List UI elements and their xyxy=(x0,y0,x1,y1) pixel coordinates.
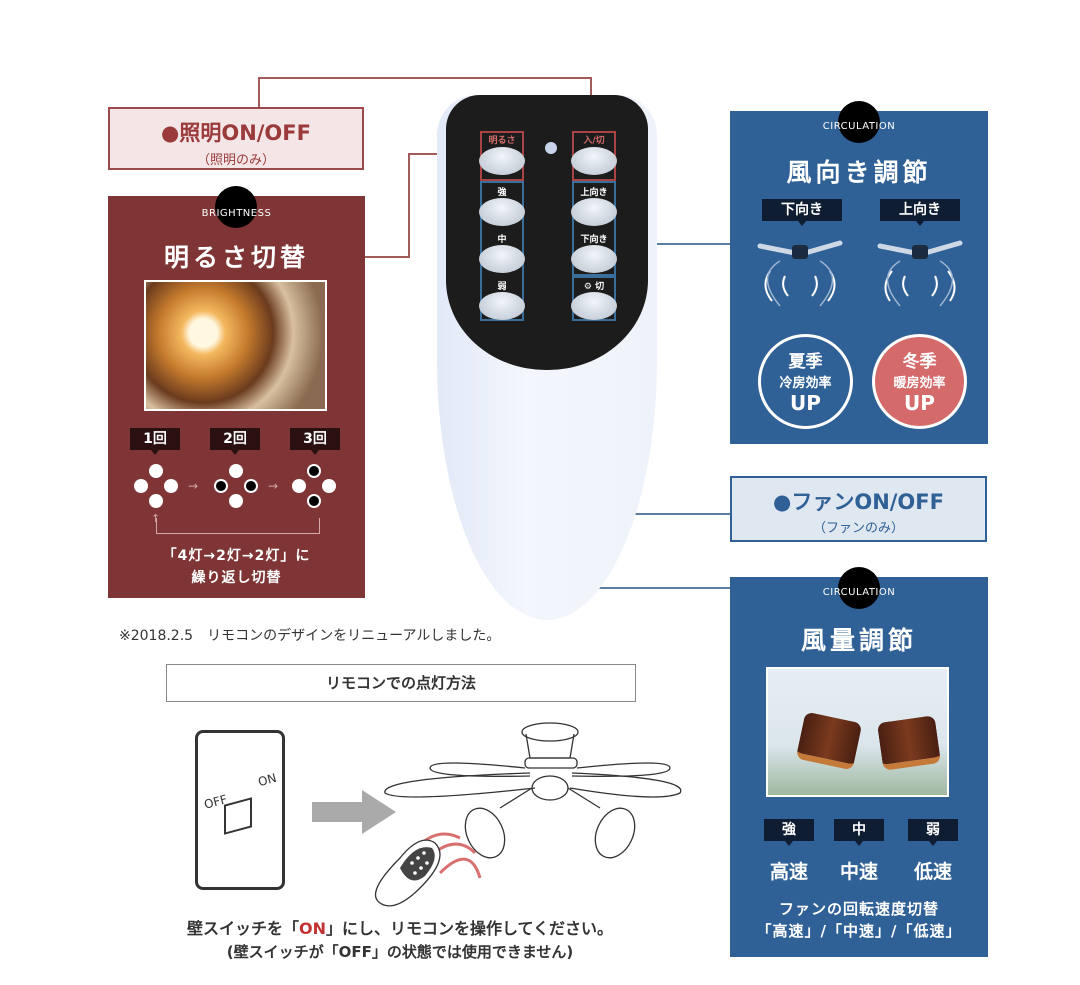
badge-circle xyxy=(215,186,257,228)
fan-lamp-photo xyxy=(766,667,949,797)
direction-up-button[interactable] xyxy=(571,198,617,226)
brightness-button[interactable] xyxy=(479,147,525,175)
fan-speed-caption-1: ファンの回転速度切替 xyxy=(778,900,939,918)
renewal-note: ※2018.2.5 リモコンのデザインをリニューアルしました。 xyxy=(119,628,501,644)
fan-onoff-subtitle: （ファンのみ） xyxy=(812,521,904,536)
arrow-icon: → xyxy=(268,479,279,493)
remote-frame-speed xyxy=(480,181,524,321)
connector-brightness xyxy=(408,153,410,257)
fan-power-button[interactable] xyxy=(571,292,617,320)
speed-tag-mid: 中 xyxy=(834,819,884,846)
arrow-right-icon xyxy=(362,790,396,834)
remote-label: 上向き xyxy=(580,188,608,198)
winter-badge: 冬季 暖房効率 UP xyxy=(872,334,967,429)
light-onoff-subtitle: （照明のみ） xyxy=(196,153,275,168)
connector-fan xyxy=(593,513,730,515)
badge-circle xyxy=(838,101,880,143)
light-onoff-label: ●照明ON/OFF （照明のみ） xyxy=(108,107,364,170)
mode-tag-up: 上向き xyxy=(880,199,960,226)
speed-label-high: 高速 xyxy=(769,861,808,883)
remote-label: 強 xyxy=(497,188,507,198)
wall-switch-icon: OFF ON xyxy=(195,730,285,890)
step-tag-3: 3回 xyxy=(290,428,340,455)
instruction-line-2: (壁スイッチが「OFF」の状態では使用できません) xyxy=(226,943,574,961)
connector-light xyxy=(258,77,260,108)
mode-tag-down: 下向き xyxy=(762,199,842,226)
connector-direction xyxy=(617,243,730,245)
howto-title: リモコンでの点灯方法 xyxy=(166,664,636,702)
speed-tag-low: 弱 xyxy=(908,819,958,846)
speed-low-button[interactable] xyxy=(479,292,525,320)
fan-onoff-label: ●ファンON/OFF （ファンのみ） xyxy=(730,476,987,542)
light-power-button[interactable] xyxy=(571,147,617,175)
on-highlight: ON xyxy=(298,919,326,938)
speed-label-mid: 中速 xyxy=(839,861,878,883)
loop-arrow-head-icon: ↑ xyxy=(151,512,161,525)
summer-badge: 夏季 冷房効率 UP xyxy=(758,334,853,429)
instruction-line-1: 壁スイッチを「ON」にし、リモコンを操作してください。 xyxy=(186,919,614,938)
remote-label: 中 xyxy=(497,235,507,245)
remote-label: 入/切 xyxy=(583,136,605,146)
speed-label-low: 低速 xyxy=(913,861,952,883)
fan-speed-caption-2: 「高速」/「中速」/「低速」 xyxy=(756,922,962,940)
lamp-pattern-3 xyxy=(292,464,336,508)
badge-circle xyxy=(838,567,880,609)
step-tag-1: 1回 xyxy=(130,428,180,455)
direction-eyebrow: CIRCULATION xyxy=(822,121,896,132)
direction-panel: CIRCULATION 風向き調節 下向き 上向き 夏季 冷房効率 UP 冬季 … xyxy=(730,101,988,444)
brightness-caption-2: 繰り返し切替 xyxy=(191,570,282,586)
switch-on-label: ON xyxy=(256,770,278,790)
remote-label: 弱 xyxy=(497,282,507,292)
lamp-pattern-2 xyxy=(214,464,258,508)
direction-title: 風向き調節 xyxy=(786,158,932,187)
arrow-icon: → xyxy=(188,479,199,493)
brightness-panel: BRIGHTNESS 明るさ切替 1回 2回 3回 → → ↑ 「4灯→2灯→2… xyxy=(108,186,365,598)
lamp-pattern-1 xyxy=(134,464,178,508)
brightness-title: 明るさ切替 xyxy=(163,243,309,272)
fan-speed-panel: CIRCULATION 風量調節 強 中 弱 高速 中速 低速 ファンの回転速度… xyxy=(730,567,988,957)
connector-brightness xyxy=(365,256,410,258)
fan-downdraft-icon xyxy=(757,240,843,307)
fan-speed-eyebrow: CIRCULATION xyxy=(822,587,896,598)
remote-label: ⚙ 切 xyxy=(583,282,605,292)
fan-onoff-title: ●ファンON/OFF xyxy=(773,490,944,514)
brightness-caption-1: 「4灯→2灯→2灯」に xyxy=(162,548,311,564)
direction-down-button[interactable] xyxy=(571,245,617,273)
fan-speed-title: 風量調節 xyxy=(800,626,917,655)
remote-led-icon xyxy=(545,142,557,154)
arrow-right-icon xyxy=(312,802,364,822)
remote-control: 明るさ 強 中 弱 入/切 上向き 下向き ⚙ 切 xyxy=(446,95,648,370)
speed-tag-high: 強 xyxy=(764,819,814,846)
speed-high-button[interactable] xyxy=(479,198,525,226)
remote-label: 明るさ xyxy=(488,136,516,146)
light-onoff-title: ●照明ON/OFF xyxy=(161,121,311,145)
step-tag-2: 2回 xyxy=(210,428,260,455)
brightness-eyebrow: BRIGHTNESS xyxy=(201,208,272,219)
ceiling-fan-illustration xyxy=(374,722,682,907)
remote-frame-direction xyxy=(572,181,616,276)
switch-lever xyxy=(224,797,252,835)
fan-updraft-icon xyxy=(877,240,963,307)
remote-label: 下向き xyxy=(580,235,608,245)
connector-volume xyxy=(501,587,730,589)
loop-arrow-icon xyxy=(156,518,320,534)
connector-light xyxy=(258,77,592,79)
lamp-photo xyxy=(144,280,327,411)
speed-mid-button[interactable] xyxy=(479,245,525,273)
